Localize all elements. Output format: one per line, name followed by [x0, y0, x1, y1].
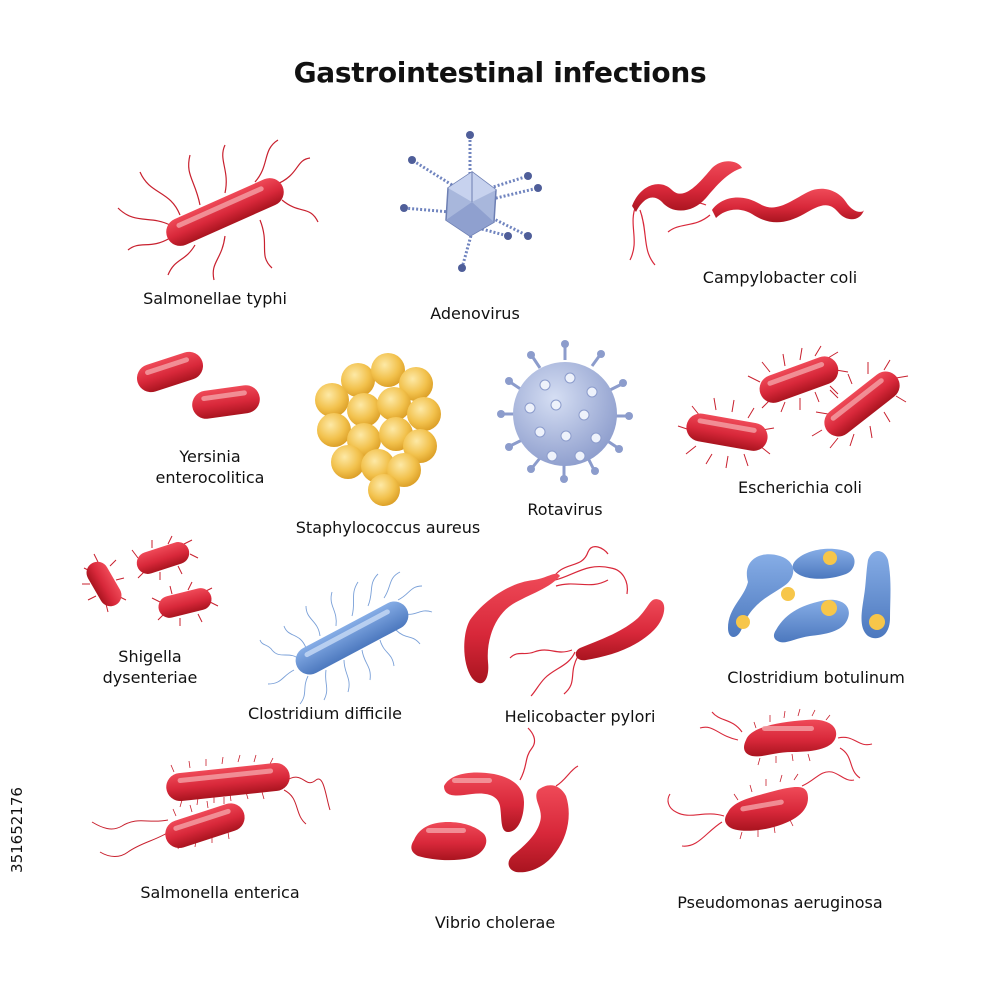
helicobacter-illustration [464, 546, 665, 697]
label-campylobacter-coli: Campylobacter coli [702, 268, 858, 287]
label-yersinia-line1: Yersinia [179, 447, 241, 466]
clostridium-botulinum-illustration [728, 548, 891, 643]
label-yersinia-line2: enterocolitica [155, 468, 265, 487]
label-clostridium-botulinum: Clostridium botulinum [727, 668, 905, 687]
pseudomonas-illustration [667, 708, 873, 847]
label-yersinia: Yersinia enterocolitica [115, 446, 305, 488]
label-clostridium-difficile: Clostridium difficile [247, 704, 403, 723]
stock-id-text: 351652176 [8, 787, 26, 873]
label-shigella-line1: Shigella [118, 647, 182, 666]
label-salmonella-enterica: Salmonella enterica [140, 883, 300, 902]
label-shigella: Shigella dysenteriae [60, 646, 240, 688]
escherichia-coli-illustration [677, 345, 909, 469]
vibrio-cholerae-illustration [411, 727, 579, 873]
page-title: Gastrointestinal infections [293, 56, 707, 89]
label-vibrio-cholerae: Vibrio cholerae [434, 913, 556, 932]
shigella-illustration [82, 535, 219, 626]
label-pseudomonas: Pseudomonas aeruginosa [677, 893, 883, 912]
label-rotavirus: Rotavirus [527, 500, 603, 519]
label-helicobacter: Helicobacter pylori [504, 707, 656, 726]
salmonellae-typhi-illustration [117, 139, 319, 281]
label-staphylococcus: Staphylococcus aureus [295, 518, 481, 537]
staphylococcus-illustration [315, 353, 441, 506]
label-shigella-line2: dysenteriae [102, 668, 198, 687]
salmonella-enterica-illustration [91, 754, 331, 857]
stock-id: 351652176 [4, 770, 30, 890]
label-adenovirus: Adenovirus [430, 304, 520, 323]
yersinia-illustration [136, 351, 260, 419]
campylobacter-coli-illustration [629, 161, 864, 266]
clostridium-difficile-illustration [259, 571, 433, 705]
label-salmonellae-typhi: Salmonellae typhi [143, 289, 287, 308]
adenovirus-illustration [400, 131, 542, 272]
rotavirus-illustration [497, 340, 633, 483]
label-escherichia-coli: Escherichia coli [738, 478, 862, 497]
